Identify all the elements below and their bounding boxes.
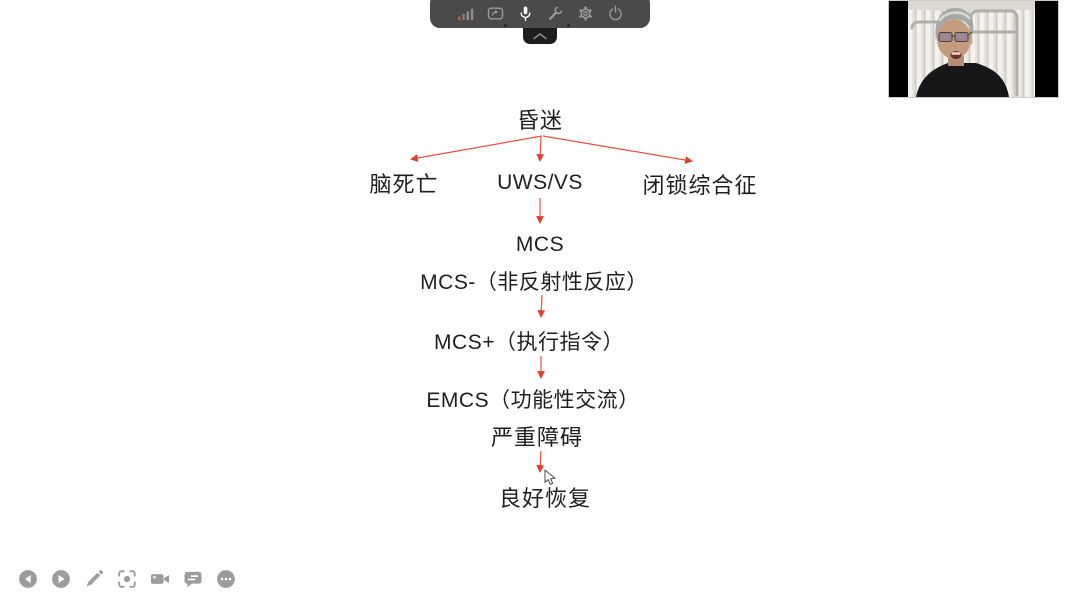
chevron-up-icon	[533, 33, 547, 40]
screen-share-icon[interactable]	[487, 5, 504, 22]
meeting-toolbar[interactable]	[430, 0, 650, 28]
flowchart-node-mcs: MCS	[515, 233, 565, 256]
signal-strength-icon[interactable]	[457, 5, 474, 22]
mouse-cursor	[544, 469, 556, 485]
tools-indicator-dot	[567, 24, 570, 27]
presenter-webcam-video[interactable]	[888, 0, 1059, 98]
power-icon[interactable]	[607, 5, 624, 22]
flowchart-node-good-recovery: 良好恢复	[498, 486, 592, 511]
playback-toolbar[interactable]	[18, 569, 236, 589]
flowchart-node-mcs-plus: MCS+（执行指令）	[434, 331, 624, 354]
flowchart-node-mcs-minus: MCS-（非反射性反应）	[420, 271, 648, 294]
flowchart-node-uws-vs: UWS/VS	[497, 171, 583, 194]
flowchart-node-locked-in: 闭锁综合征	[642, 173, 758, 198]
microphone-icon[interactable]	[517, 5, 534, 22]
share-indicator-dot	[504, 24, 507, 27]
camera-icon[interactable]	[150, 569, 170, 589]
repair-tools-icon[interactable]	[547, 4, 564, 22]
flowchart-node-coma: 昏迷	[516, 108, 564, 133]
toolbar-collapse-tab[interactable]	[523, 28, 557, 44]
settings-icon[interactable]	[577, 5, 594, 22]
annotate-pencil-icon[interactable]	[84, 569, 104, 589]
flowchart-node-severe-disability: 严重障碍	[490, 425, 584, 450]
chat-icon[interactable]	[183, 569, 203, 589]
focus-frame-icon[interactable]	[117, 569, 137, 589]
presenter-video-frame	[908, 1, 1035, 97]
flowchart-node-emcs: EMCS（功能性交流）	[426, 389, 640, 412]
play-icon[interactable]	[51, 569, 71, 589]
more-icon[interactable]	[216, 569, 236, 589]
flowchart-node-brain-death: 脑死亡	[369, 172, 439, 197]
previous-icon[interactable]	[18, 569, 38, 589]
